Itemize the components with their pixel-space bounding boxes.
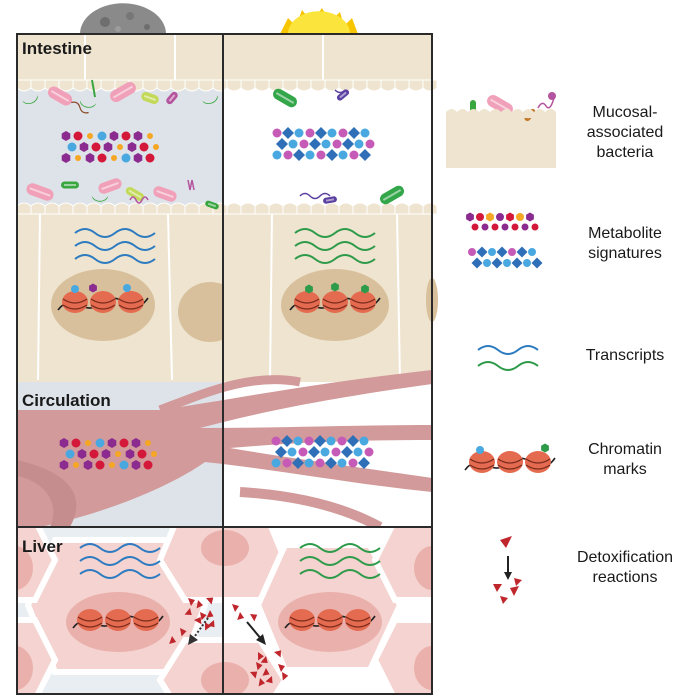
legend-transcript-icon (477, 345, 539, 371)
night-intestine-metabolites (61, 131, 159, 163)
legend-bacteria-line1: Mucosal- (593, 104, 658, 121)
legend: Mucosal- associated bacteria Metabolite … (446, 92, 673, 604)
section-label-circulation: Circulation (22, 391, 111, 410)
night-liver-transcripts (79, 543, 161, 579)
day-blood-metabolites (271, 435, 374, 469)
section-label-liver: Liver (22, 537, 63, 556)
legend-detox-line1: Detoxification (577, 549, 673, 566)
day-intestine-transcripts (294, 228, 376, 264)
legend-bacteria-line3: bacteria (597, 144, 654, 161)
upper-epithelium (16, 34, 438, 92)
detox-arrows (188, 617, 266, 645)
moon-icon (80, 3, 166, 34)
day-bacteria (273, 88, 404, 205)
legend-chromatin-icon (464, 443, 556, 473)
night-blood-metabolites (59, 438, 157, 470)
legend-transcripts: Transcripts (586, 347, 665, 364)
day-intestine-metabolites (272, 127, 375, 161)
legend-chromatin-line1: Chromatin (588, 441, 662, 458)
legend-metabolite-icon (466, 212, 543, 269)
day-liver-chromatin (284, 609, 376, 631)
legend-detox-line2: reactions (593, 569, 658, 586)
legend-metabolite-line1: Metabolite (588, 225, 662, 242)
legend-bacteria-icon (446, 92, 556, 168)
legend-metabolite-line2: signatures (588, 245, 662, 262)
day-liver-transcripts (299, 543, 381, 579)
night-intestine-transcripts (74, 228, 156, 264)
panel-frame (16, 33, 433, 695)
night-detox-reactions (169, 597, 215, 645)
legend-bacteria-line2: associated (587, 124, 664, 141)
legend-detox-icon (493, 536, 522, 604)
liver-cells (17, 527, 432, 694)
night-bacteria (22, 79, 219, 210)
section-label-intestine: Intestine (22, 39, 92, 58)
night-liver-chromatin (72, 609, 164, 631)
legend-chromatin-line2: marks (603, 461, 647, 478)
intestine-nuclei (51, 269, 438, 342)
blood-vessels (17, 370, 432, 532)
sun-icon (280, 8, 358, 34)
day-detox-reactions (232, 604, 289, 687)
